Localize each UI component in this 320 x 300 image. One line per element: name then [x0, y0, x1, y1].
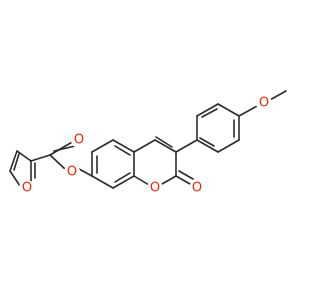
bond-ester-carbonyl-1	[49, 140, 75, 156]
molecule-canvas: O O O O O O	[9, 90, 287, 196]
bond-benzo-2	[91, 139, 114, 153]
bond-aryl-link	[175, 139, 198, 153]
bond-c3-c4-double	[155, 136, 173, 148]
bond-c3-c4	[154, 139, 177, 153]
bond-c8a-o1	[133, 175, 150, 186]
bond-carbonyl-2	[178, 170, 194, 180]
oxygen-ring-label: O	[150, 181, 160, 196]
bond-phenyl-6	[217, 103, 240, 117]
oxygen-carbonyl-label: O	[192, 181, 202, 196]
bond-benzo-double-1	[114, 145, 131, 156]
bond-benzo-1	[112, 139, 135, 153]
bond-methoxy-o	[238, 104, 260, 117]
oxygen-ester-label: O	[67, 165, 77, 180]
bond-oxygen-carbonyl	[49, 154, 66, 170]
bond-phenyl-2	[217, 139, 240, 153]
bond-phenyl-double-3	[201, 108, 218, 118]
bond-aryl-oxygen	[78, 168, 93, 177]
oxygen-methoxy-label: O	[259, 96, 269, 111]
bond-furan-2	[9, 150, 18, 172]
bond-carbonyl-1	[175, 175, 191, 185]
bond-o1-c2	[161, 175, 177, 185]
bond-furan-3	[9, 170, 21, 187]
bond-phenyl-3	[196, 139, 219, 153]
bond-benzo-4	[91, 175, 114, 189]
bond-benzo-double-3	[114, 172, 131, 183]
bond-phenyl-double-2	[199, 137, 215, 147]
bond-phenyl-5	[196, 103, 219, 117]
bond-furan-double-1	[13, 153, 20, 171]
bond-ester-furan	[30, 154, 51, 162]
oxygen-furan-label: O	[22, 181, 32, 196]
bond-furan-1	[16, 150, 32, 162]
oxygen-ester-carbonyl-label: O	[74, 133, 84, 148]
structure-diagram: O O O O O O	[9, 90, 287, 196]
bond-c4-c4a	[133, 139, 156, 153]
bonds	[9, 90, 287, 189]
atoms: O O O O O O	[19, 95, 272, 196]
bond-ester-carbonyl-2	[53, 145, 76, 152]
bond-benzo-5	[112, 175, 135, 189]
